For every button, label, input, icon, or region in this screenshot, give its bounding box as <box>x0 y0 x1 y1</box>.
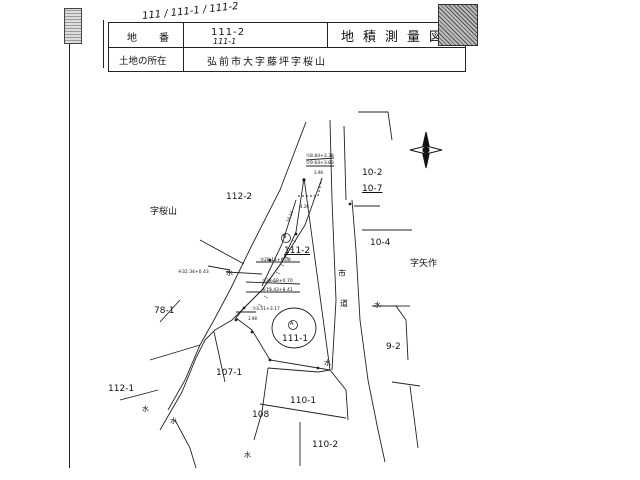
boundary-line <box>409 385 419 449</box>
boundary-point <box>250 330 254 334</box>
boundary-point <box>302 178 306 182</box>
parcel-label-78-1: 78-1 <box>154 306 175 316</box>
survey-line <box>261 199 297 287</box>
water-label: 水 <box>374 301 381 309</box>
parcel-label-10-4: 10-4 <box>370 238 391 248</box>
boundary-point <box>294 232 298 236</box>
title-block: 地 番 111-2 111-1 土地の所在 弘前市大字藤坪字桜山 地積測量図 <box>108 22 466 72</box>
marker-b-circle <box>281 233 291 243</box>
area-label-sakurayama: 字桜山 <box>150 207 178 217</box>
boundary-point <box>234 318 238 322</box>
boundary-line <box>391 381 421 387</box>
leader-line <box>245 281 301 285</box>
road-label-dou: 道 <box>340 299 348 308</box>
boundary-point <box>316 366 320 370</box>
road-boundary-right <box>329 119 337 371</box>
parcel-label-110-1: 110-1 <box>290 396 317 406</box>
boundary-line <box>358 111 393 141</box>
location-value: 弘前市大字藤坪字桜山 <box>207 57 327 68</box>
chiban-value-cell: 111-2 111-1 <box>183 23 328 47</box>
boundary-point <box>268 258 272 262</box>
boundary-line <box>119 389 159 401</box>
water-label: 水 <box>226 269 233 277</box>
parcel-label-111-2: 111-2 <box>284 246 311 256</box>
measurement-label: ③28.11+8.08 <box>260 258 291 263</box>
measurement-label: ①8.84+3.38 <box>306 154 334 159</box>
boundary-line <box>159 299 181 323</box>
area-label-yasaku: 字矢作 <box>410 259 438 269</box>
boundary-line <box>207 265 231 271</box>
location-label-cell: 土地の所在 <box>109 47 184 71</box>
title-row-1 <box>109 23 465 48</box>
road-hatch <box>257 239 297 307</box>
water-label: 水 <box>142 405 149 413</box>
parcel-111-1-circle <box>271 307 317 349</box>
boundary-line <box>159 177 323 431</box>
road-label-shi: 市 <box>338 269 346 278</box>
measurement-label: ⑥13.43+8.41 <box>262 288 293 293</box>
road-boundary-right-outer-2 <box>343 125 347 201</box>
parcel-label-108: 108 <box>252 410 270 420</box>
dimension-label: 3.98 <box>248 316 257 321</box>
parcel-label-10-2: 10-2 <box>362 168 383 178</box>
boundary-line <box>199 239 245 265</box>
water-label: 水 <box>170 417 177 425</box>
seal-stamp <box>438 4 478 46</box>
boundary-line <box>253 367 269 441</box>
left-margin-line <box>69 44 70 468</box>
boundary-line <box>174 419 197 469</box>
parcel-label-112-2: 112-2 <box>226 192 253 202</box>
handwritten-chiban-note: 111-1 <box>213 37 237 46</box>
parcel-label-9-2: 9-2 <box>386 342 401 352</box>
measurement-label: ⑤28.58+0.70 <box>262 279 293 284</box>
leader-line <box>305 157 335 161</box>
water-label: 水 <box>324 359 331 367</box>
parcel-label-107-1: 107-1 <box>216 368 243 378</box>
dimension-label: 4.20 <box>300 204 309 209</box>
margin-stamp <box>64 8 82 44</box>
boundary-line <box>267 367 349 421</box>
survey-line <box>298 177 323 197</box>
boundary-line <box>213 331 226 383</box>
parcel-111-outline <box>235 177 331 371</box>
boundary-line <box>372 305 409 361</box>
boundary-point <box>348 202 352 206</box>
location-label: 土地の所在 <box>119 56 167 67</box>
boundary-line <box>149 344 201 361</box>
parcel-label-112-1: 112-1 <box>108 384 135 394</box>
chiban-value: 111-2 <box>211 27 246 38</box>
document-title: 地積測量図 <box>341 30 452 45</box>
measurement-label: ④32.34+0.43 <box>178 270 209 275</box>
parcel-label-111-1: 111-1 <box>282 334 309 344</box>
left-tick-line <box>103 20 104 68</box>
marker-a-label: A <box>290 321 294 327</box>
marker-a-circle <box>288 320 298 330</box>
parcel-label-10-7: 10-7 <box>362 184 383 194</box>
north-arrow-icon <box>409 131 443 169</box>
road-boundary-right-outer <box>351 199 386 463</box>
chiban-label: 地 番 <box>127 33 175 44</box>
boundary-line <box>167 121 307 411</box>
measurement-label: ①9.64+3.83 <box>306 161 334 166</box>
water-label: 水 <box>244 451 251 459</box>
boundary-line <box>259 403 347 419</box>
leader-line <box>225 271 263 275</box>
boundary-point <box>242 306 246 310</box>
measurement-label: ⑦3.51+3.17 <box>252 307 280 312</box>
parcel-label-110-2: 110-2 <box>312 440 339 450</box>
boundary-point <box>268 358 272 362</box>
marker-b-label: B <box>283 234 287 240</box>
dimension-label: 3.98 <box>314 170 323 175</box>
chiban-label-cell: 地 番 <box>109 23 184 47</box>
